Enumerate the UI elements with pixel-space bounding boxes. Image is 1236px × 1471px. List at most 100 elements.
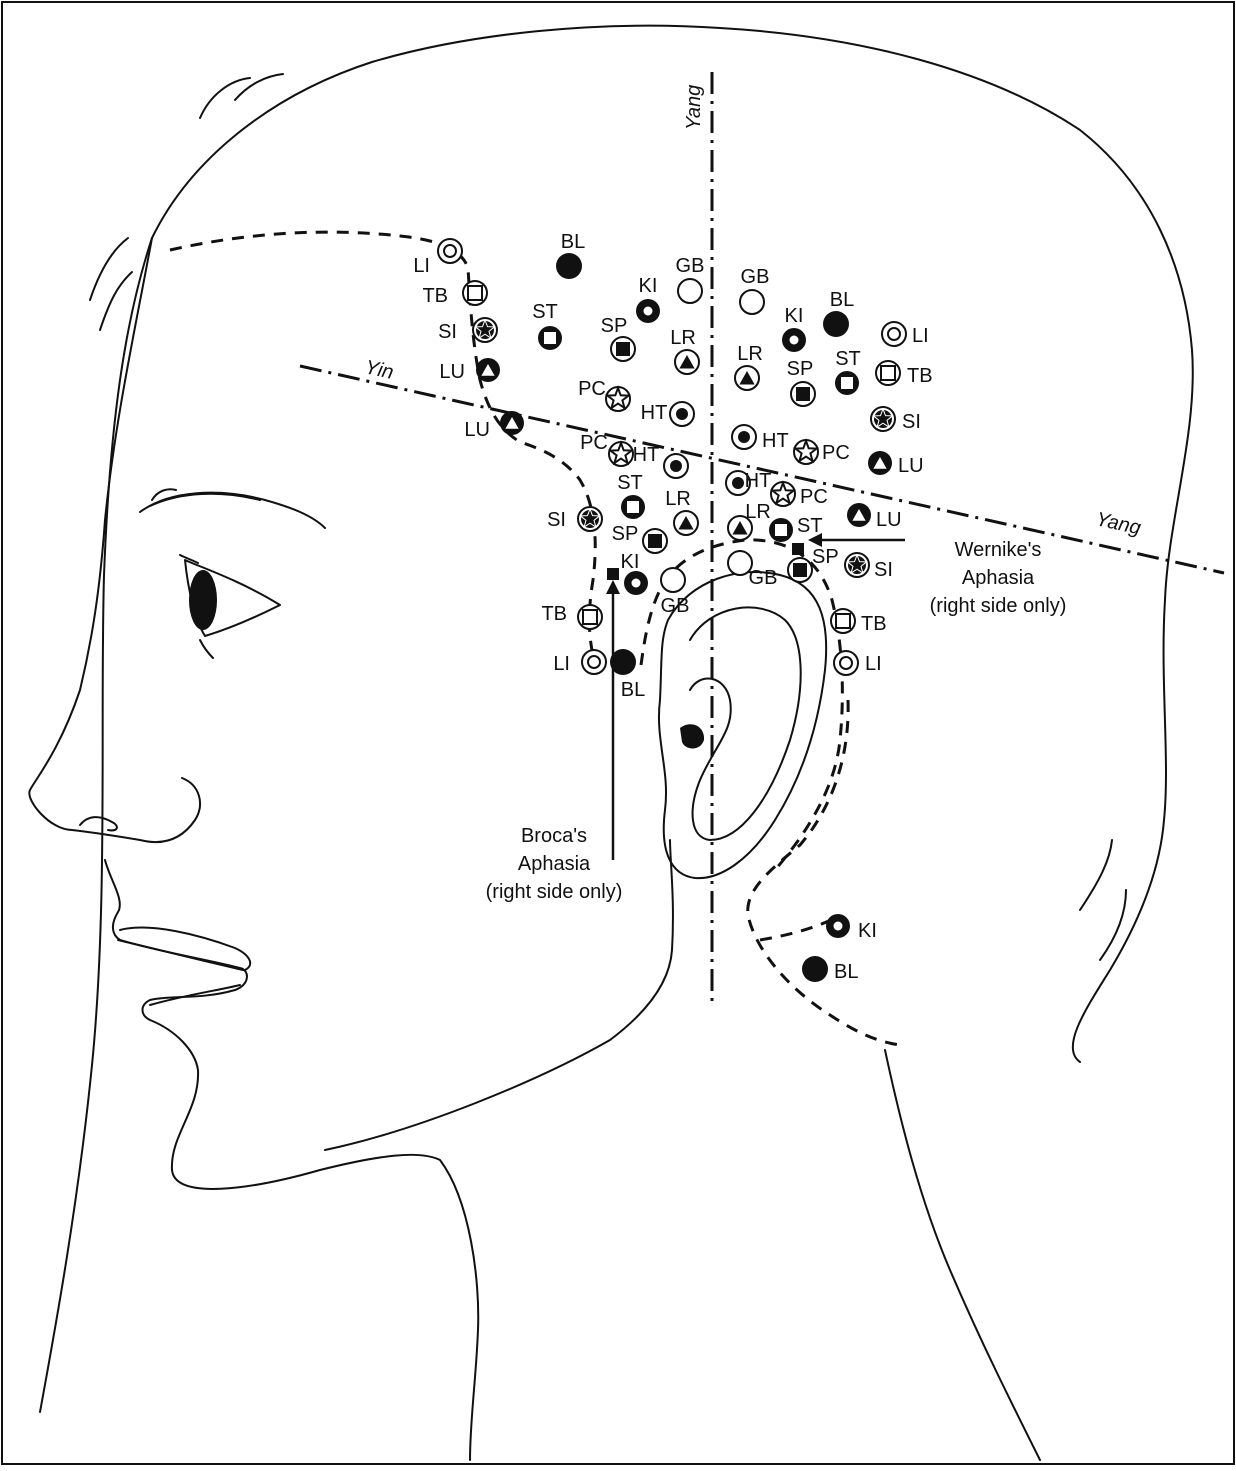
head-outline	[28, 24, 1194, 1461]
marker-ring	[660, 567, 686, 593]
wernike-arrowhead	[808, 533, 822, 547]
point-label: PC	[580, 432, 608, 454]
eye-iris	[189, 570, 217, 630]
hair-outline	[39, 24, 1194, 1413]
broca-label-2: Aphasia	[518, 853, 591, 875]
marker-dot	[676, 408, 688, 420]
point-lu: LU	[464, 411, 524, 441]
marker-square	[467, 285, 483, 301]
point-label: GB	[676, 255, 705, 277]
marker-inner-ring	[887, 327, 901, 341]
marker-star	[607, 440, 635, 466]
point-label: PC	[578, 378, 606, 400]
yin-yang-oblique-axis	[299, 364, 1225, 575]
point-label: PC	[800, 486, 828, 508]
marker-inner-ring	[839, 656, 853, 670]
point-gb: GB	[739, 266, 769, 315]
neck-dashed-path	[759, 916, 836, 942]
axes: Yang Yin Yang	[299, 72, 1225, 1002]
wernike-callout: Wernike's Aphasia (right side only)	[792, 533, 1066, 617]
point-lr: LR	[670, 327, 700, 375]
wernike-point	[792, 543, 804, 555]
marker-triangle	[739, 371, 755, 385]
marker-square	[775, 524, 787, 536]
point-si: SI	[547, 506, 603, 532]
marker-square	[793, 563, 807, 577]
point-label: LR	[737, 343, 763, 365]
inner-ear-dashed-path	[639, 538, 844, 871]
point-lu: LU	[847, 503, 902, 531]
point-label: HT	[633, 444, 660, 466]
point-lu: LU	[439, 358, 500, 383]
point-label: HT	[745, 470, 772, 492]
point-ki: KI	[782, 305, 806, 352]
marker-hole	[789, 335, 799, 345]
marker-dot	[738, 431, 750, 443]
ear-canal	[680, 724, 705, 749]
point-label: KI	[785, 305, 804, 327]
point-label: LR	[745, 501, 771, 523]
point-gb: GB	[676, 255, 705, 304]
broca-label-1: Broca's	[521, 825, 587, 847]
point-label: LU	[876, 509, 902, 531]
point-pc: PC	[769, 480, 828, 508]
marker-star	[846, 553, 868, 575]
point-si: SI	[438, 317, 498, 343]
point-sp: SP	[601, 315, 636, 362]
point-pc: PC	[580, 432, 635, 467]
marker-square	[616, 342, 630, 356]
point-li: LI	[881, 321, 929, 347]
point-ht: HT	[633, 444, 689, 479]
point-label: SI	[547, 509, 566, 531]
point-li: LI	[833, 650, 882, 676]
point-label: BL	[834, 961, 858, 983]
point-label: GB	[749, 567, 778, 589]
point-si: SI	[844, 552, 893, 581]
yang-oblique-label: Yang	[1094, 508, 1143, 539]
point-label: SP	[601, 315, 628, 337]
marker-square	[841, 377, 853, 389]
point-sp: SP	[787, 358, 816, 407]
point-tb: TB	[541, 603, 603, 630]
point-lu: LU	[868, 451, 924, 477]
marker-disc	[610, 649, 636, 675]
hair-strands	[89, 73, 1127, 961]
marker-triangle	[873, 457, 887, 469]
broca-label-3: (right side only)	[486, 881, 623, 903]
marker-square	[582, 609, 598, 625]
point-st: ST	[617, 472, 645, 519]
point-label: ST	[617, 472, 643, 494]
point-label: TB	[907, 365, 933, 387]
point-label: SI	[902, 411, 921, 433]
point-label: LR	[670, 327, 696, 349]
yang-vertical-label: Yang	[683, 85, 705, 130]
broca-point	[607, 568, 619, 580]
point-st: ST	[769, 515, 823, 542]
rear-dashed-path	[746, 699, 901, 1047]
marker-star	[792, 438, 820, 464]
point-bl: BL	[802, 956, 858, 983]
point-gb: GB	[660, 567, 689, 617]
marker-square	[648, 534, 662, 548]
point-tb: TB	[875, 360, 933, 387]
meridian-dashed-lines	[169, 230, 901, 1047]
broca-arrowhead	[606, 580, 620, 594]
point-label: BL	[621, 679, 645, 701]
point-bl: BL	[556, 231, 585, 279]
broca-callout: Broca's Aphasia (right side only)	[486, 568, 623, 903]
marker-star	[872, 407, 894, 429]
marker-star	[769, 480, 797, 506]
marker-star	[579, 507, 601, 529]
point-label: LU	[439, 361, 465, 383]
acupuncture-points: LITBSILULUBLSTGBKISPLRPCHTPCHTGBKIBLLILR…	[413, 231, 932, 983]
marker-hole	[833, 921, 843, 931]
point-label: SP	[812, 546, 839, 568]
marker-square	[796, 387, 810, 401]
marker-inner-ring	[587, 655, 601, 669]
nostril	[79, 816, 118, 832]
point-sp: SP	[612, 523, 668, 554]
marker-hole	[631, 578, 641, 588]
point-label: SI	[874, 559, 893, 581]
